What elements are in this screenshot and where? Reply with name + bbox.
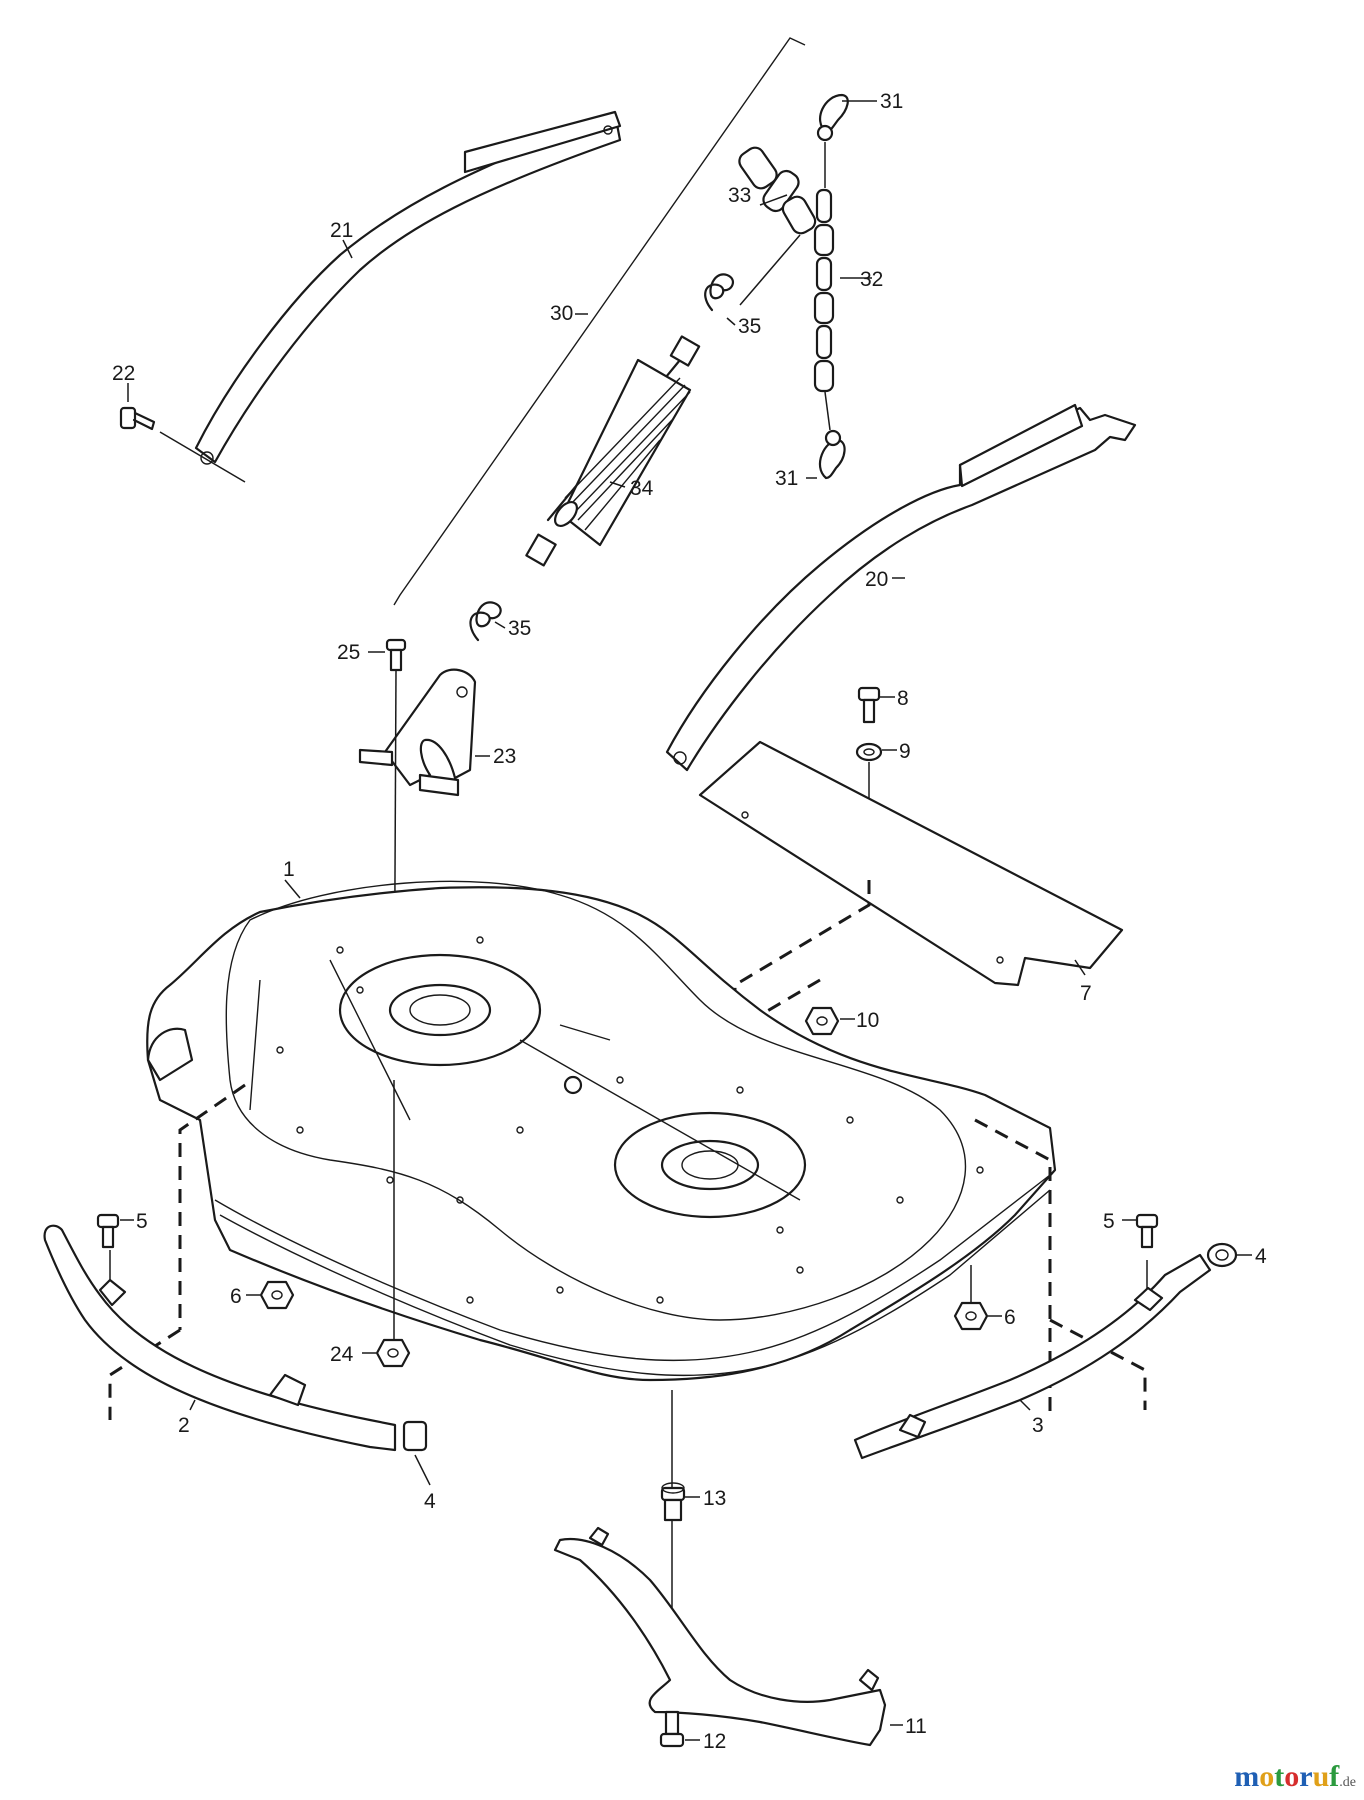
callout-1: 1: [283, 858, 295, 881]
callout-34: 34: [630, 477, 654, 500]
nut-25: [375, 1338, 411, 1368]
callout-9: 9: [899, 740, 911, 763]
chain-32: [813, 142, 835, 431]
callout-33: 33: [728, 184, 751, 207]
callout-12: 12: [703, 1730, 726, 1753]
callout-35-top: 35: [738, 315, 761, 338]
snap-hook-31-top: [816, 93, 849, 142]
nut-6-right: [953, 1265, 989, 1331]
callout-23: 23: [493, 745, 516, 768]
callout-31-top: 31: [880, 90, 903, 113]
watermark-suffix: .de: [1339, 1775, 1356, 1790]
spring-34: [525, 335, 701, 567]
callout-11: 11: [905, 1715, 927, 1738]
cover-plate-7: [698, 740, 1124, 1032]
mower-deck-1: [146, 879, 1057, 1382]
bolt-5-right: [1135, 1213, 1159, 1249]
watermark-letter: o: [1259, 1760, 1275, 1793]
watermark-letter: o: [1284, 1760, 1300, 1793]
watermark-letter: m: [1234, 1760, 1260, 1793]
callout-30: 30: [550, 302, 573, 325]
callout-5-left: 5: [136, 1210, 148, 1233]
plug-4-left: [402, 1420, 431, 1486]
bracket-11: [553, 1526, 887, 1747]
bracket-23: [358, 668, 477, 797]
callout-5-right: 5: [1103, 1210, 1115, 1233]
callout-8: 8: [897, 687, 909, 710]
bolt-12: [659, 1710, 685, 1748]
callout-32: 32: [860, 268, 883, 291]
callout-20: 20: [865, 568, 888, 591]
callout-7: 7: [1080, 982, 1092, 1005]
callout-6-right: 6: [1004, 1306, 1016, 1329]
callout-3: 3: [1032, 1414, 1044, 1437]
callout-21: 21: [330, 219, 353, 242]
callout-4-left: 4: [424, 1490, 436, 1513]
callout-24: 25: [337, 641, 360, 664]
bolt-5-left: [96, 1213, 120, 1249]
nut-10: [804, 1006, 840, 1036]
s-hook-35-lower: [469, 601, 502, 642]
callout-6-left: 6: [230, 1285, 242, 1308]
watermark-letter: t: [1274, 1760, 1285, 1793]
bushing-13: [660, 1482, 686, 1522]
bumper-bar-3: [853, 1253, 1212, 1460]
callout-10: 10: [856, 1009, 879, 1032]
callout-2: 2: [178, 1414, 190, 1437]
bolt-22: [119, 406, 156, 431]
callout-35-bottom: 35: [508, 617, 531, 640]
snap-hook-31-bottom: [819, 429, 846, 480]
assembly-30-bracket: [393, 37, 806, 606]
watermark-letter: r: [1299, 1760, 1313, 1793]
bolt-8: [857, 686, 881, 724]
chain-links-33: [738, 146, 817, 306]
callout-25: 24: [330, 1343, 354, 1366]
s-hook-35-upper: [704, 273, 735, 312]
callout-22: 22: [112, 362, 135, 385]
callout-31-bottom: 31: [775, 467, 798, 490]
nut-6-left: [259, 1280, 295, 1310]
callout-4-right: 4: [1255, 1245, 1267, 1268]
plug-4-right: [1206, 1242, 1238, 1268]
watermark-letter: u: [1312, 1760, 1330, 1793]
bumper-bar-2: [43, 1224, 397, 1452]
callout-13: 13: [703, 1487, 726, 1510]
lift-arm-right: [665, 403, 1137, 772]
callouts: 31 32 33 35 31 34 30 21 22 35 25 23 20 8…: [112, 90, 1267, 1753]
lift-arm-left: [159, 110, 622, 483]
watermark-letter: f: [1329, 1760, 1340, 1793]
watermark-logo: motoruf.de: [1234, 1760, 1356, 1794]
